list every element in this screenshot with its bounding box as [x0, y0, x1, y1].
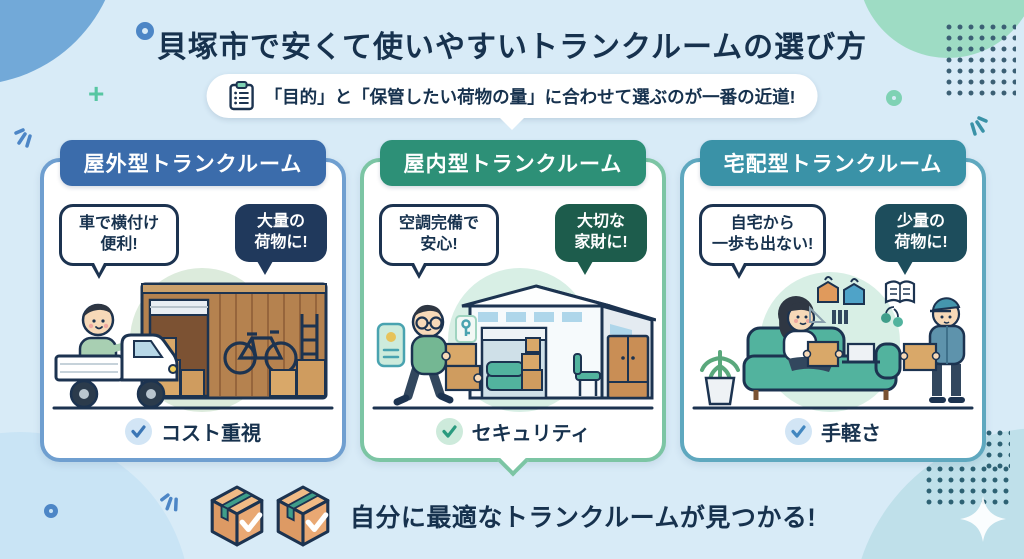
page-title: 貝塚市で安くて使いやすいトランクルームの選び方	[156, 31, 868, 64]
decorative-ring-bottom-left	[44, 504, 58, 518]
speech-bubble-right: 少量の 荷物に!	[875, 204, 967, 275]
checked-box-icons	[208, 485, 332, 547]
ladder	[300, 314, 319, 396]
checkmark-icon	[125, 418, 152, 445]
checked-cardboard-box-icon	[210, 485, 264, 547]
house-plant	[700, 350, 740, 406]
sparkle-star-icon	[960, 496, 1006, 542]
conclusion-text: 自分に最適なトランクルームが見つかる!	[349, 504, 817, 532]
dot-grid-top-right	[946, 24, 1016, 96]
card-header-indoor: 屋内型トランクルーム	[380, 140, 646, 186]
woman-with-box	[778, 296, 844, 372]
subtitle-text: 「目的」と「保管したい荷物の量」に合わせて選ぶのが一番の近道!	[264, 86, 796, 107]
floating-belongings	[809, 276, 916, 327]
speech-bubble-left: 空調完備で 安心!	[379, 204, 499, 279]
truck-and-container-illustration	[52, 268, 334, 412]
emphasis-lines-icon	[970, 116, 988, 136]
chair	[573, 353, 601, 396]
feature-label: 手軽さ	[821, 423, 881, 445]
card-outdoor-trunk-room: 屋外型トランクルーム 車で横付け 便利! 大量の 荷物に!	[40, 140, 346, 462]
person-carrying-boxes	[393, 304, 483, 406]
decorative-ring-top-left	[136, 22, 154, 40]
subtitle-pill: 「目的」と「保管したい荷物の量」に合わせて選ぶのが一番の近道!	[206, 74, 818, 118]
dot-grid-bottom-right	[926, 466, 1014, 506]
indoor-storage-illustration	[372, 268, 656, 412]
laptop	[842, 342, 880, 364]
checkmark-icon	[435, 418, 463, 445]
key-tag-icon	[455, 315, 477, 343]
delivery-person	[899, 297, 966, 403]
speech-bubble-left: 自宅から 一歩も出ない!	[699, 204, 827, 279]
checkmark-icon	[785, 418, 812, 445]
conclusion-row: 自分に最適なトランクルームが見つかる!	[0, 484, 1024, 548]
decorative-ring-top-right	[886, 90, 902, 106]
feature-row: セキュリティ	[364, 417, 662, 446]
home-delivery-illustration	[692, 272, 974, 412]
speech-bubble-right: 大量の 荷物に!	[235, 204, 327, 275]
feature-row: 手軽さ	[684, 417, 982, 446]
feature-label: コスト重視	[161, 423, 261, 445]
subtitle-pointer	[497, 115, 527, 130]
card-delivery-trunk-room: 宅配型トランクルーム 自宅から 一歩も出ない! 少量の 荷物に!	[680, 140, 986, 462]
dot-grid-bottom-right-upper	[986, 430, 1010, 472]
feature-label: セキュリティ	[471, 423, 591, 445]
card-header-outdoor: 屋外型トランクルーム	[60, 140, 326, 186]
speech-bubble-right: 大切な 家財に!	[555, 204, 647, 275]
kei-truck	[54, 333, 179, 409]
card-header-delivery: 宅配型トランクルーム	[700, 140, 966, 186]
clipboard-checklist-icon	[229, 81, 254, 111]
feature-row: コスト重視	[44, 417, 342, 446]
speech-bubble-left: 車で横付け 便利!	[59, 204, 179, 279]
emphasis-lines-icon	[14, 128, 32, 148]
plus-mark-decoration: +	[88, 78, 105, 109]
wardrobe	[606, 334, 650, 400]
card-indoor-trunk-room: 屋内型トランクルーム 空調完備で 安心! 大切な 家財に!	[360, 140, 666, 477]
emphasis-lines-icon	[160, 493, 178, 512]
security-keypad	[376, 322, 406, 368]
card-pointer	[497, 445, 529, 477]
checked-cardboard-box-icon	[276, 485, 330, 547]
